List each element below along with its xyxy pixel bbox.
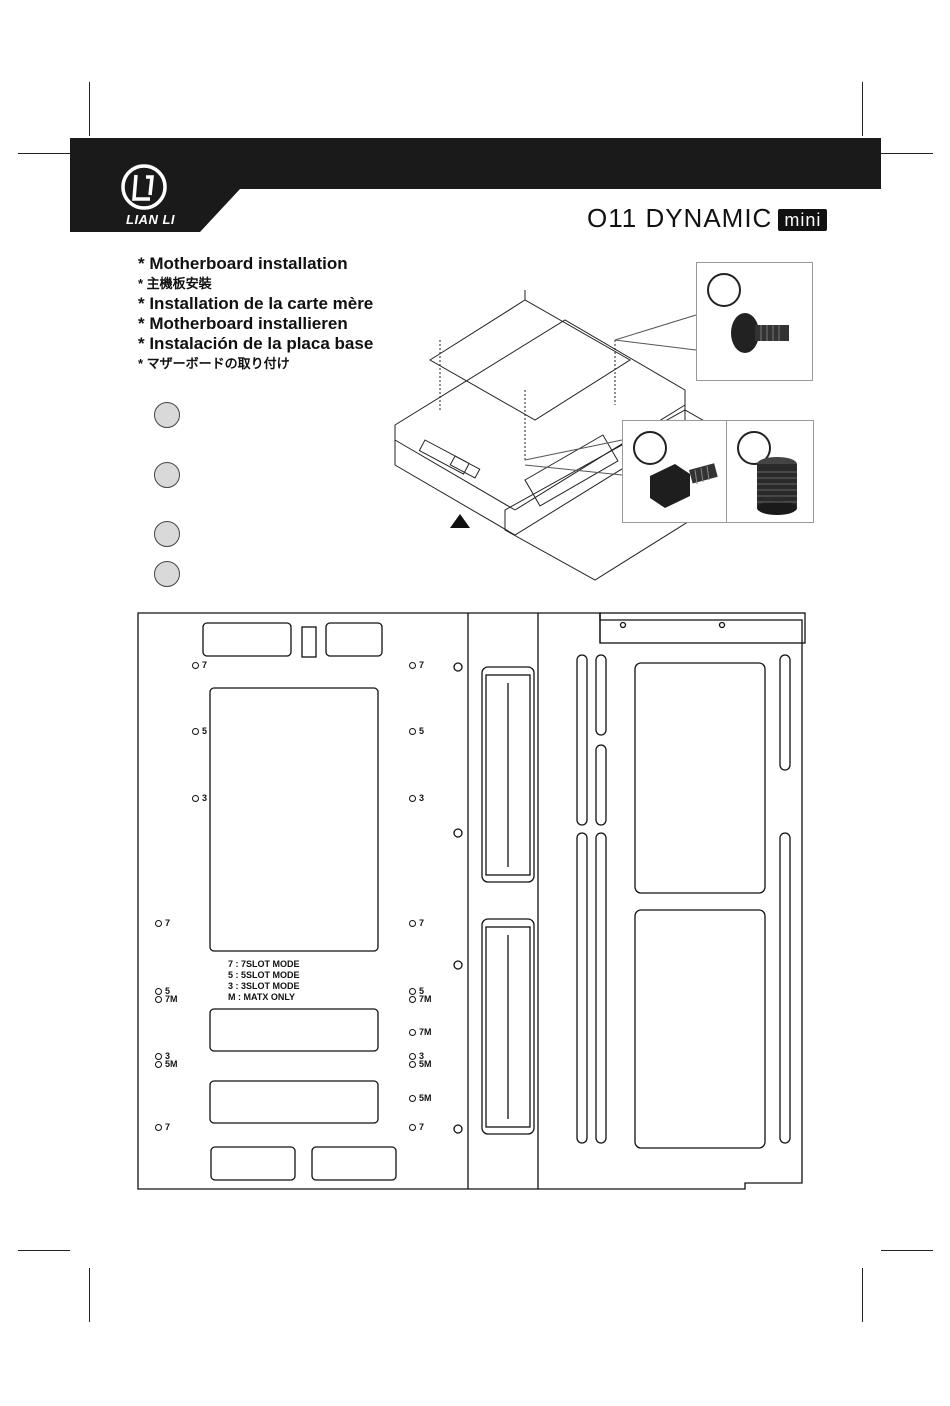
crop-mark [881, 153, 933, 154]
crop-mark [89, 82, 90, 136]
title-zh: * 主機板安裝 [138, 274, 373, 294]
screw-icon [727, 303, 797, 363]
tray-label: 5M [409, 1059, 432, 1069]
step-circle-2 [154, 462, 180, 488]
brand-name: LIAN LI [126, 212, 175, 227]
legend-item: 5 : 5SLOT MODE [228, 970, 300, 981]
title-de: * Motherboard installieren [138, 314, 373, 334]
tray-label: 7 [409, 660, 424, 670]
slot-mode-legend: 7 : 7SLOT MODE 5 : 5SLOT MODE 3 : 3SLOT … [228, 959, 300, 1003]
crop-mark [881, 1250, 933, 1251]
product-title: O11 DYNAMIC [587, 203, 772, 233]
tray-label: 7 [409, 918, 424, 928]
tool-icon [752, 456, 802, 516]
section-titles: * Motherboard installation * 主機板安裝 * Ins… [138, 254, 373, 374]
step-circle-1 [154, 402, 180, 428]
crop-mark [18, 1250, 70, 1251]
title-fr: * Installation de la carte mère [138, 294, 373, 314]
tray-label: 5M [409, 1093, 432, 1103]
step-circle-4 [154, 561, 180, 587]
product-name: O11 DYNAMIC mini [587, 203, 827, 234]
tray-label: 7 [192, 660, 207, 670]
product-badge: mini [778, 209, 827, 231]
legend-item: M : MATX ONLY [228, 992, 300, 1003]
callout-lines [520, 300, 720, 480]
tray-label: 5M [155, 1059, 178, 1069]
title-ja: * マザーボードの取り付け [138, 354, 373, 374]
crop-mark [89, 1268, 90, 1322]
tray-label: 5 [409, 726, 424, 736]
tray-label: 7M [409, 994, 432, 1004]
tool-photo [726, 420, 814, 523]
crop-mark [862, 1268, 863, 1322]
brand-logo [120, 163, 168, 211]
tray-label: 7M [409, 1027, 432, 1037]
title-es: * Instalación de la placa base [138, 334, 373, 354]
arrow-up-icon [450, 514, 470, 528]
title-en: * Motherboard installation [138, 254, 373, 274]
tray-label: 7M [155, 994, 178, 1004]
tray-label: 3 [409, 793, 424, 803]
crop-mark [18, 153, 70, 154]
tray-label: 7 [155, 918, 170, 928]
motherboard-tray-drawing [130, 605, 815, 1195]
crop-mark [862, 82, 863, 136]
tray-label: 3 [192, 793, 207, 803]
legend-item: 7 : 7SLOT MODE [228, 959, 300, 970]
legend-item: 3 : 3SLOT MODE [228, 981, 300, 992]
tray-label: 7 [409, 1122, 424, 1132]
tray-label: 7 [155, 1122, 170, 1132]
step-circle-3 [154, 521, 180, 547]
tray-label: 5 [192, 726, 207, 736]
